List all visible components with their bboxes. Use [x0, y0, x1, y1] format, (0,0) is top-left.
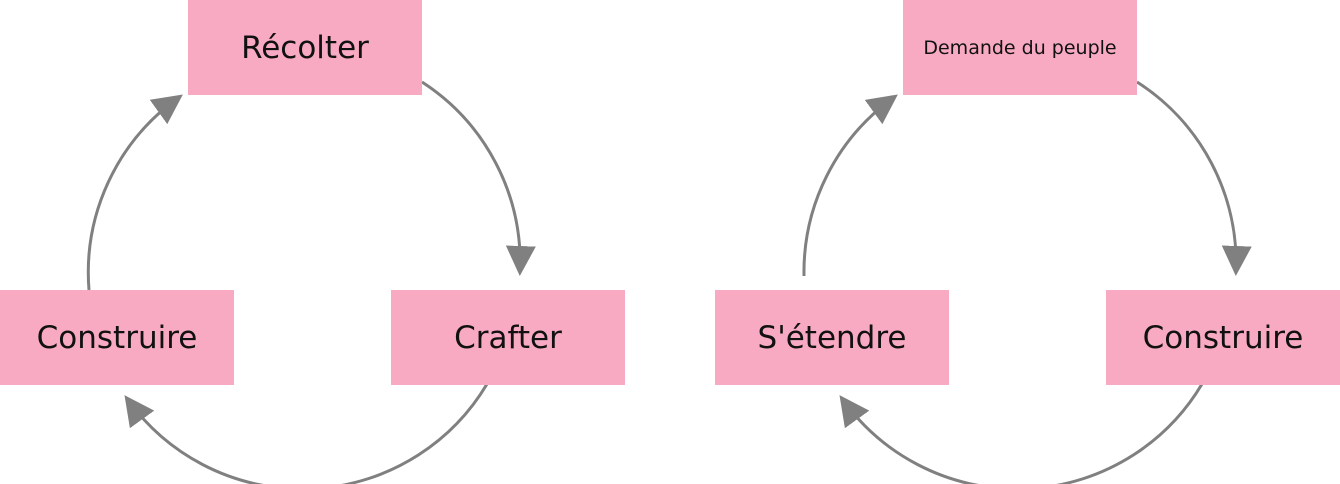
node-top: Demande du peuple [903, 0, 1137, 95]
node-right: Construire [1106, 290, 1340, 385]
cycle-diagram-right: Demande du peuple Construire S'étendre [670, 0, 1340, 484]
arrow-right-to-left [839, 383, 1204, 484]
arrow-left-to-top [86, 94, 183, 291]
node-right: Crafter [391, 290, 625, 385]
node-label: Construire [36, 319, 198, 356]
cycle-arrows-right [802, 80, 1252, 484]
node-label: Récolter [241, 29, 369, 66]
arrow-right-to-left [124, 383, 489, 484]
node-label: Demande du peuple [923, 36, 1117, 59]
arrow-top-to-right [1136, 80, 1252, 276]
arrow-top-to-right [421, 80, 536, 276]
node-label: S'étendre [757, 319, 907, 356]
node-left: Construire [0, 290, 234, 385]
arrow-left-to-top [802, 94, 898, 277]
node-label: Construire [1142, 319, 1304, 356]
cycle-arrows-left [86, 80, 536, 484]
node-left: S'étendre [715, 290, 949, 385]
cycle-diagram-left: Récolter Crafter Construire [0, 0, 625, 484]
node-label: Crafter [454, 319, 562, 356]
node-top: Récolter [188, 0, 422, 95]
